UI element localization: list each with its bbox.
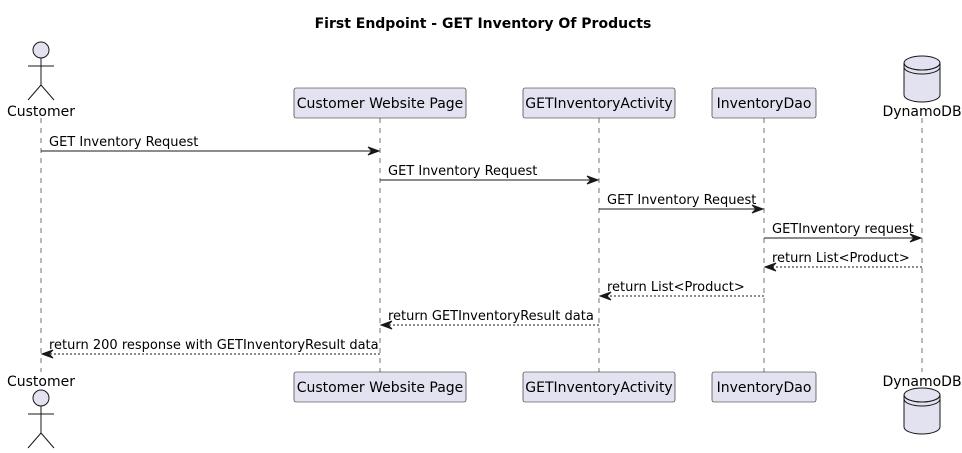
lifelines: [40, 118, 923, 372]
participant-getinventoryactivity-top: GETInventoryActivity: [522, 87, 676, 119]
message-7: return GETInventoryResult data: [379, 309, 599, 330]
message-1: GET Inventory Request: [41, 135, 381, 156]
participant-box: [711, 371, 817, 403]
participant-label: GETInventoryActivity: [525, 96, 672, 112]
participant-label: InventoryDao: [717, 380, 812, 396]
participant-box: [522, 371, 676, 403]
participant-label: DynamoDB: [882, 374, 961, 390]
participant-label: Customer: [7, 104, 75, 120]
participant-box: [293, 87, 467, 119]
participant-inventorydao-top: InventoryDao: [711, 87, 817, 119]
participant-label: DynamoDB: [882, 104, 961, 120]
message-label: GET Inventory Request: [607, 193, 756, 208]
participant-getinventoryactivity-bottom: GETInventoryActivity: [522, 371, 676, 403]
message-label: GET Inventory Request: [388, 164, 537, 179]
message-4: GETInventory request: [764, 222, 923, 243]
actor-icon: [27, 41, 55, 101]
message-label: return 200 response with GETInventoryRes…: [49, 338, 379, 353]
message-5: return List<Product>: [763, 251, 922, 272]
participant-box: [711, 87, 817, 119]
arrowhead-icon: [751, 204, 765, 214]
message-label: return List<Product>: [607, 280, 745, 295]
participant-label: Customer Website Page: [297, 380, 464, 396]
participant-dynamodb-top: DynamoDB: [882, 55, 962, 120]
message-label: return GETInventoryResult data: [388, 309, 594, 324]
message-3: GET Inventory Request: [599, 193, 765, 214]
arrowhead-icon: [40, 349, 54, 359]
participant-inventorydao-bottom: InventoryDao: [711, 371, 817, 403]
participant-customer-bottom: Customer: [7, 374, 75, 449]
actor-icon: [27, 389, 55, 449]
message-6: return List<Product>: [598, 280, 764, 301]
database-icon: [903, 55, 941, 103]
participant-label: InventoryDao: [717, 96, 812, 112]
participant-label: Customer: [7, 374, 75, 390]
participant-label: GETInventoryActivity: [525, 380, 672, 396]
participant-customer-website-page-bottom: Customer Website Page: [293, 371, 467, 403]
message-label: return List<Product>: [772, 251, 910, 266]
arrowhead-icon: [763, 262, 777, 272]
participant-box: [522, 87, 676, 119]
message-label: GETInventory request: [772, 222, 914, 237]
message-2: GET Inventory Request: [380, 164, 600, 185]
participant-label: Customer Website Page: [297, 96, 464, 112]
arrowhead-icon: [367, 146, 381, 156]
arrowhead-icon: [598, 291, 612, 301]
participant-dynamodb-bottom: DynamoDB: [882, 374, 962, 435]
message-8: return 200 response with GETInventoryRes…: [40, 338, 380, 359]
participant-customer-top: Customer: [7, 41, 75, 120]
message-label: GET Inventory Request: [49, 135, 198, 150]
arrowhead-icon: [586, 175, 600, 185]
participant-customer-website-page-top: Customer Website Page: [293, 87, 467, 119]
diagram-title: First Endpoint - GET Inventory Of Produc…: [315, 16, 652, 32]
arrowhead-icon: [909, 233, 923, 243]
database-icon: [903, 387, 941, 435]
arrowhead-icon: [379, 320, 393, 330]
participant-box: [293, 371, 467, 403]
